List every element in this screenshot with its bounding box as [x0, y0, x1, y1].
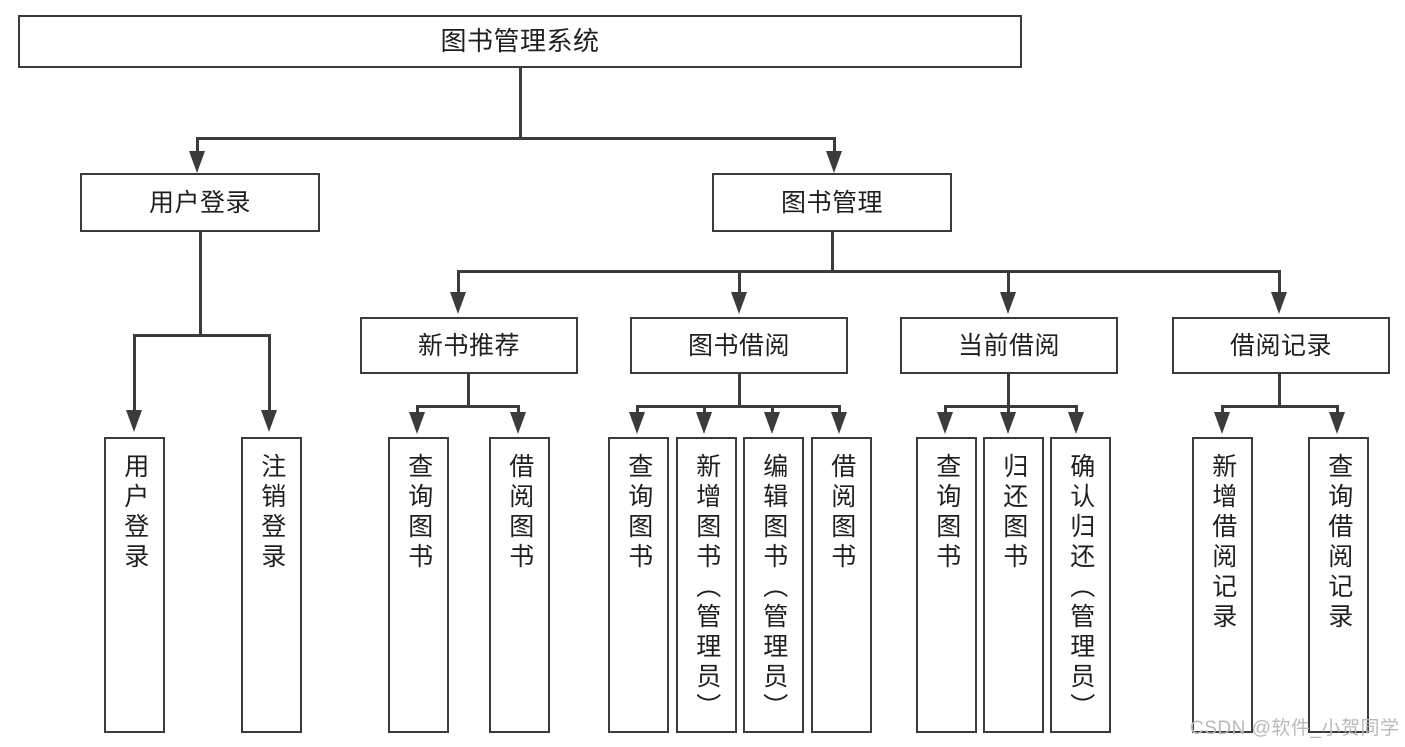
arrowhead-record-leaf-2 — [1329, 412, 1345, 434]
connector-borrow-branch-2 — [703, 405, 706, 418]
leaf-user-login-logout[interactable]: 注销登录 — [241, 437, 302, 733]
arrowhead-current-leaf-2 — [1000, 412, 1016, 434]
node-user-login[interactable]: 用户登录 — [80, 173, 320, 232]
arrowhead-borrow-leaf-4 — [831, 412, 847, 434]
arrowhead-to-current-borrow — [1000, 292, 1016, 314]
node-label: 借阅图书 — [505, 453, 534, 573]
arrowhead-login-leaf-1 — [126, 410, 142, 432]
arrowhead-current-leaf-1 — [937, 412, 953, 434]
connector-login-bus — [133, 334, 270, 337]
connector-current-branch-3 — [1075, 405, 1078, 418]
node-label: 查询借阅记录 — [1324, 453, 1353, 633]
arrowhead-to-user-login — [189, 151, 205, 173]
connector-recommend-branch-1 — [416, 405, 419, 418]
node-label: 用户登录 — [120, 453, 149, 573]
leaf-recommend-borrow-book[interactable]: 借阅图书 — [489, 437, 550, 733]
node-label: 编辑图书（管理员） — [759, 453, 788, 723]
node-book-management[interactable]: 图书管理 — [712, 173, 952, 232]
node-label: 图书管理 — [780, 188, 883, 217]
connector-bookmgmt-branch-2 — [738, 270, 741, 300]
arrowhead-borrow-leaf-2 — [696, 412, 712, 434]
connector-recommend-stem — [467, 374, 470, 408]
arrowhead-to-borrow-record — [1271, 292, 1287, 314]
arrowhead-login-leaf-2 — [261, 410, 277, 432]
connector-record-bus — [1221, 405, 1339, 408]
leaf-borrow-search-book[interactable]: 查询图书 — [608, 437, 669, 733]
connector-borrow-bus — [636, 405, 841, 408]
node-label: 新书推荐 — [417, 331, 520, 360]
connector-recommend-branch-2 — [517, 405, 520, 418]
node-label: 借阅图书 — [827, 453, 856, 573]
node-borrow-record[interactable]: 借阅记录 — [1172, 317, 1390, 374]
connector-bookmgmt-bus — [457, 270, 1281, 273]
connector-record-branch-2 — [1336, 405, 1339, 418]
leaf-borrow-borrow-book[interactable]: 借阅图书 — [811, 437, 872, 733]
connector-root-stem — [519, 68, 522, 139]
connector-borrow-branch-1 — [636, 405, 639, 418]
connector-current-branch-2 — [1007, 405, 1010, 418]
arrowhead-record-leaf-1 — [1214, 412, 1230, 434]
arrowhead-recommend-leaf-2 — [510, 412, 526, 434]
connector-recommend-bus — [416, 405, 520, 408]
connector-root-bus — [196, 137, 836, 140]
connector-bookmgmt-branch-1 — [457, 270, 460, 300]
connector-record-branch-1 — [1221, 405, 1224, 418]
connector-current-stem — [1007, 374, 1010, 408]
node-label: 注销登录 — [257, 453, 286, 573]
leaf-current-search-book[interactable]: 查询图书 — [916, 437, 977, 733]
connector-borrow-stem — [738, 374, 741, 408]
node-label: 图书借阅 — [687, 331, 790, 360]
node-label: 新增图书（管理员） — [692, 453, 721, 723]
leaf-current-return-book[interactable]: 归还图书 — [983, 437, 1044, 733]
arrowhead-recommend-leaf-1 — [409, 412, 425, 434]
leaf-borrow-add-book-admin[interactable]: 新增图书（管理员） — [676, 437, 737, 733]
leaf-recommend-search-book[interactable]: 查询图书 — [388, 437, 449, 733]
node-label: 当前借阅 — [957, 331, 1060, 360]
node-label: 借阅记录 — [1229, 331, 1332, 360]
connector-current-bus — [944, 405, 1078, 408]
leaf-current-confirm-return-admin[interactable]: 确认归还（管理员） — [1050, 437, 1111, 733]
node-label: 查询图书 — [624, 453, 653, 573]
connector-bookmgmt-branch-4 — [1278, 270, 1281, 300]
connector-login-branch-1 — [133, 334, 136, 418]
connector-borrow-branch-3 — [771, 405, 774, 418]
node-book-borrow[interactable]: 图书借阅 — [630, 317, 848, 374]
connector-borrow-branch-4 — [838, 405, 841, 418]
csdn-watermark: CSDN @软件_小贺同学 — [1190, 718, 1400, 739]
arrowhead-current-leaf-3 — [1068, 412, 1084, 434]
connector-bookmgmt-branch-3 — [1007, 270, 1010, 300]
connector-record-stem — [1278, 374, 1281, 408]
node-label: 确认归还（管理员） — [1066, 453, 1095, 723]
node-label: 查询图书 — [404, 453, 433, 573]
node-label: 归还图书 — [999, 453, 1028, 573]
connector-current-branch-1 — [944, 405, 947, 418]
connector-login-branch-2 — [268, 334, 271, 418]
connector-root-to-bookmgmt — [833, 137, 836, 159]
node-label: 用户登录 — [148, 188, 251, 217]
connector-login-stem — [199, 232, 202, 336]
arrowhead-borrow-leaf-1 — [629, 412, 645, 434]
leaf-borrow-edit-book-admin[interactable]: 编辑图书（管理员） — [743, 437, 804, 733]
node-label: 新增借阅记录 — [1208, 453, 1237, 633]
node-label: 查询图书 — [932, 453, 961, 573]
connector-bookmgmt-stem — [831, 232, 834, 272]
arrowhead-borrow-leaf-3 — [764, 412, 780, 434]
node-new-book-recommend[interactable]: 新书推荐 — [360, 317, 578, 374]
node-current-borrow[interactable]: 当前借阅 — [900, 317, 1118, 374]
leaf-user-login-login[interactable]: 用户登录 — [104, 437, 165, 733]
arrowhead-to-new-book-recommend — [450, 292, 466, 314]
arrowhead-to-book-borrow — [731, 292, 747, 314]
connector-root-to-login — [196, 137, 199, 159]
node-root-system[interactable]: 图书管理系统 — [18, 15, 1022, 68]
node-label: 图书管理系统 — [440, 25, 600, 56]
leaf-record-add-record[interactable]: 新增借阅记录 — [1192, 437, 1253, 733]
arrowhead-to-book-management — [826, 151, 842, 173]
leaf-record-search-record[interactable]: 查询借阅记录 — [1308, 437, 1369, 733]
